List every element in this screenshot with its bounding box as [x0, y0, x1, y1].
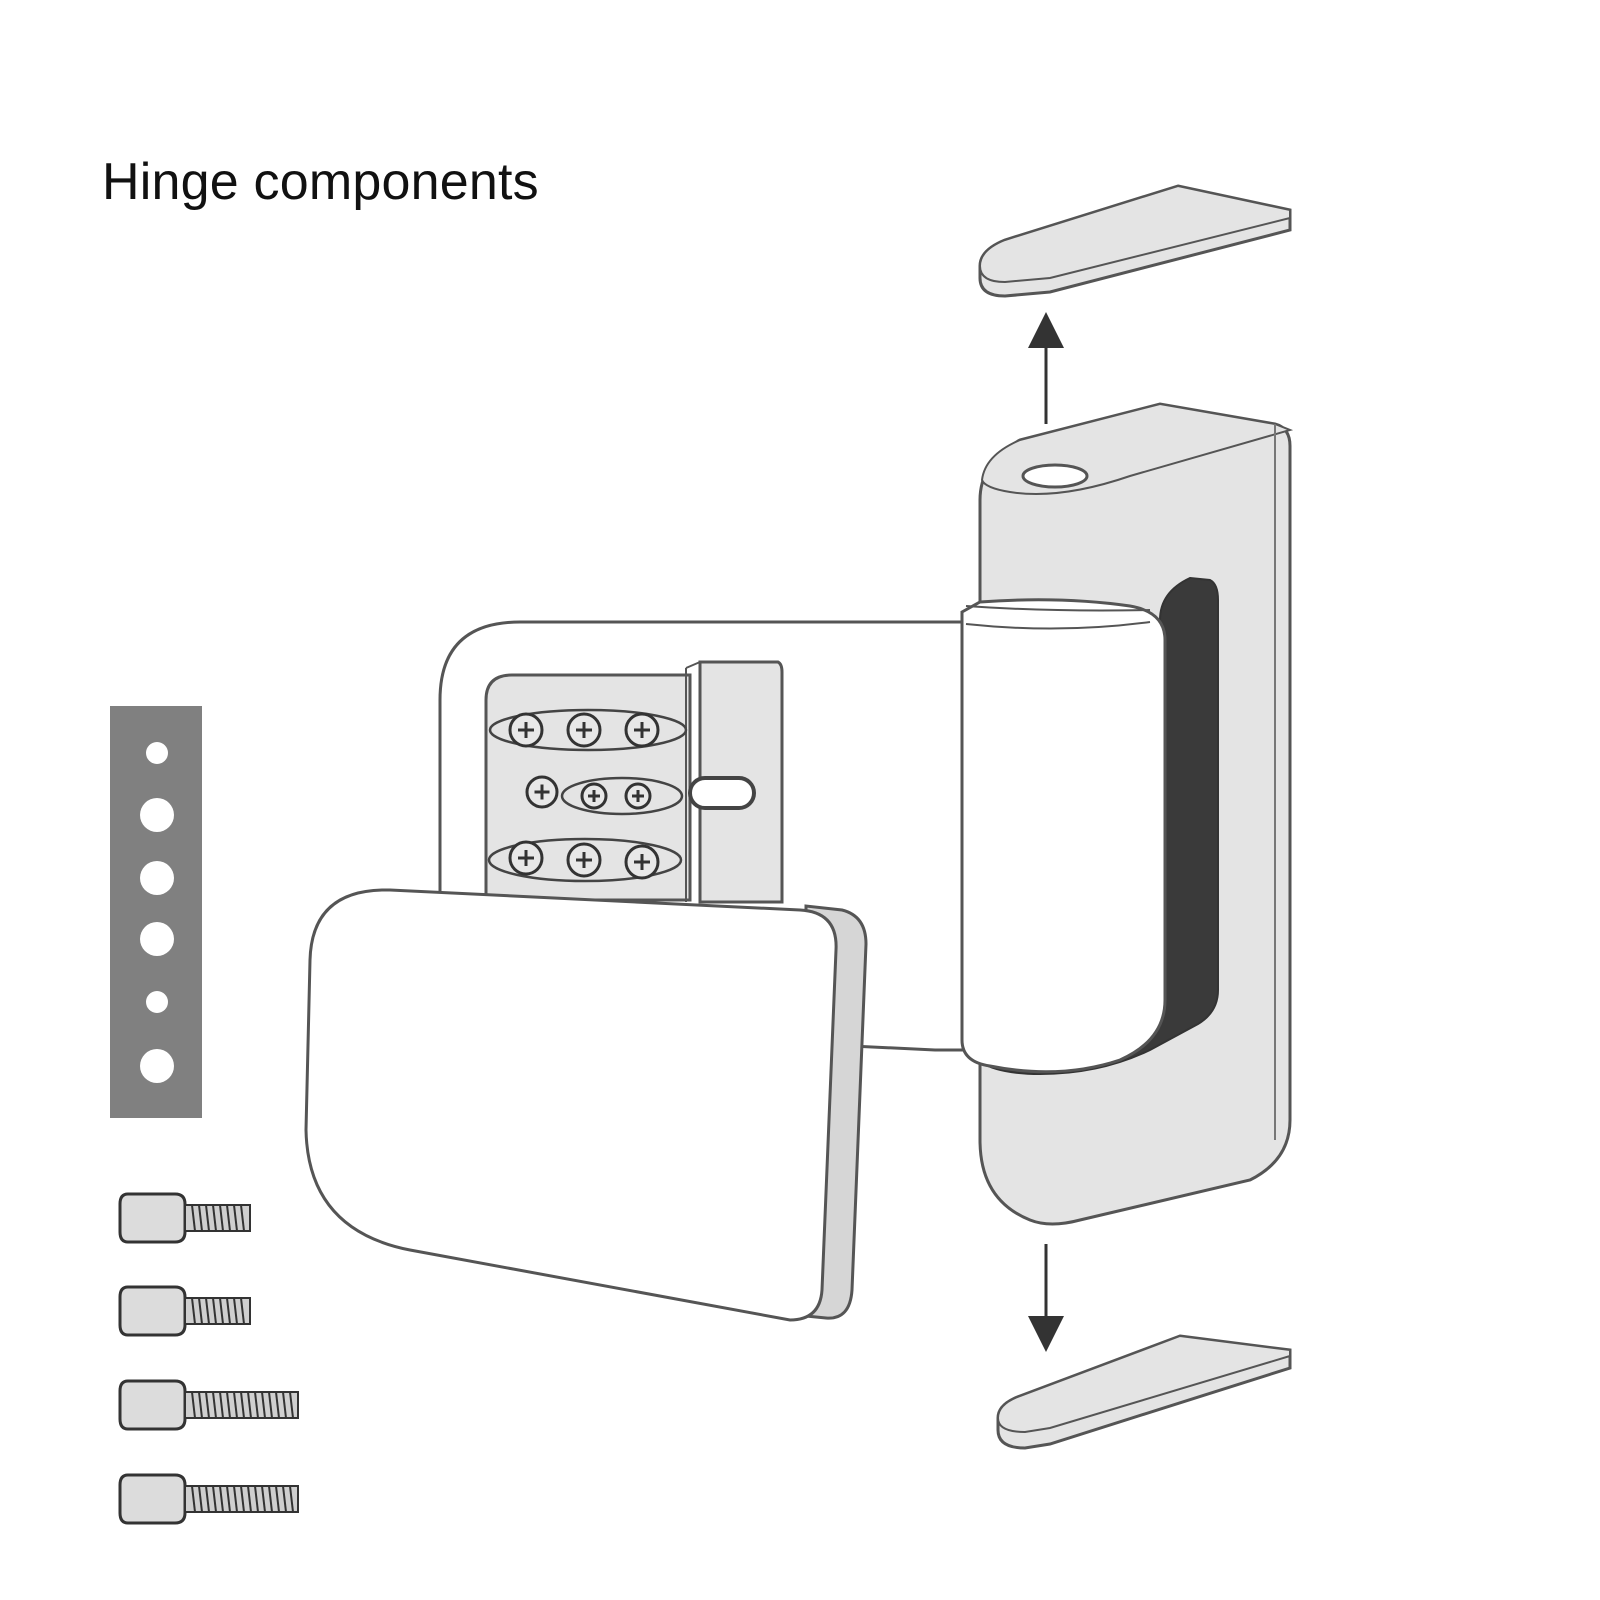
- shim-hole-large: [140, 798, 174, 832]
- screw-icon: [118, 1473, 299, 1525]
- top-end-cap: [978, 184, 1292, 298]
- packing-shim: [110, 706, 202, 1118]
- shim-hole-large: [140, 1049, 174, 1083]
- shim-hole-small: [146, 991, 168, 1013]
- phillips-screw-icon: [580, 782, 608, 810]
- phillips-screw-icon: [624, 844, 660, 880]
- screw-icon: [118, 1379, 299, 1431]
- phillips-screw-icon: [525, 775, 559, 809]
- phillips-screw-icon: [566, 842, 602, 878]
- screw-icon: [118, 1192, 251, 1244]
- cover-plate: [304, 888, 868, 1322]
- diagram-title: Hinge components: [102, 153, 539, 211]
- hinge-knuckle: [960, 598, 1167, 1074]
- screw-heads: [508, 712, 660, 880]
- machine-screws: [118, 1192, 299, 1525]
- shim-hole-small: [146, 742, 168, 764]
- shim-hole-large: [140, 861, 174, 895]
- phillips-screw-icon: [508, 840, 544, 876]
- phillips-screw-icon: [566, 712, 602, 748]
- shim-hole-large: [140, 922, 174, 956]
- adjustment-block: [484, 660, 784, 904]
- screw-icon: [118, 1285, 251, 1337]
- phillips-screw-icon: [624, 782, 652, 810]
- bottom-end-cap: [996, 1334, 1292, 1450]
- phillips-screw-icon: [508, 712, 544, 748]
- phillips-screw-icon: [624, 712, 660, 748]
